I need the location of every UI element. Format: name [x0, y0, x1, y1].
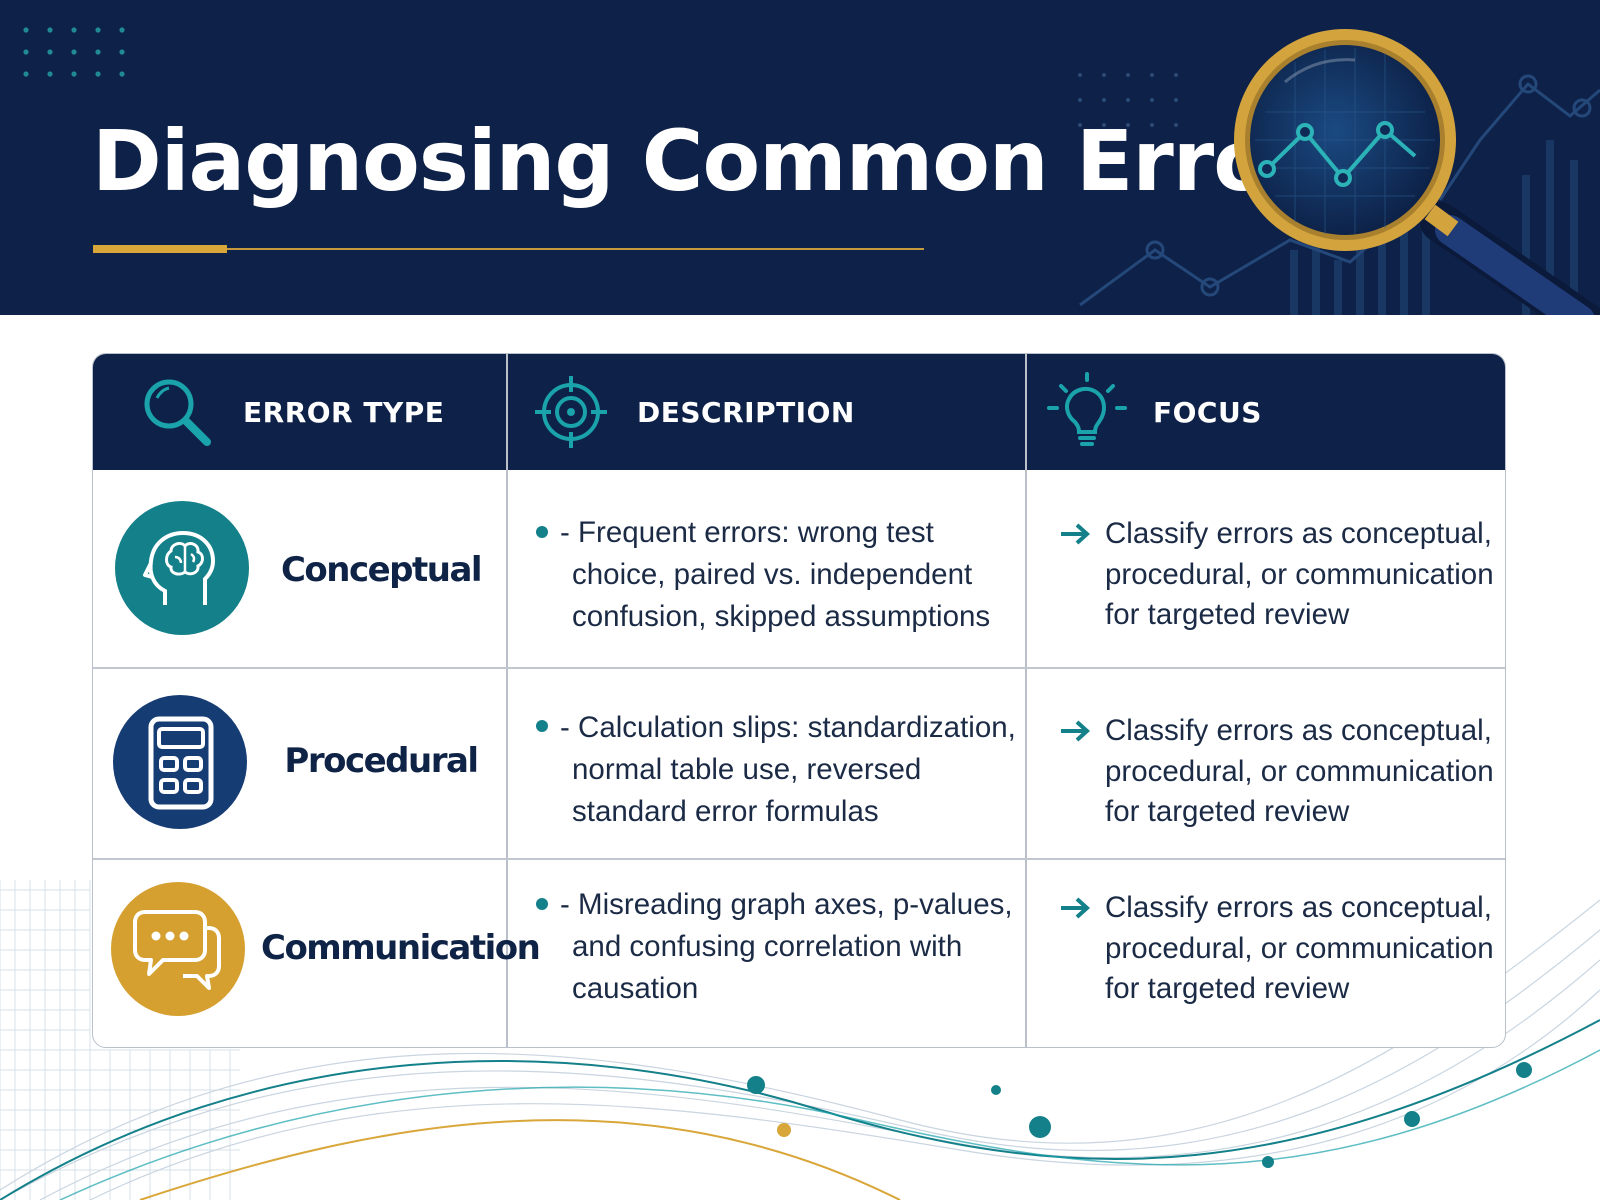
- bullet-dash: -: [560, 888, 579, 921]
- arrow-right-icon: [1061, 523, 1090, 545]
- bullet-dot: [536, 720, 548, 732]
- description-text: - Calculation slips: standardization, no…: [560, 707, 1022, 833]
- error-type-label: Communication: [261, 928, 541, 968]
- title-underline: [227, 248, 924, 250]
- header-banner: Diagnosing Common Errors: [0, 0, 1600, 315]
- calculator-icon: [113, 695, 247, 829]
- description-value: Calculation slips: standardization, norm…: [572, 711, 1016, 828]
- table-row-communication: Communication - Misreading graph axes, p…: [93, 858, 1505, 1047]
- arrow-right-icon: [1061, 897, 1090, 919]
- focus-cell: Classify errors as conceptual, procedura…: [1025, 667, 1505, 858]
- column-header-description: DESCRIPTION: [531, 354, 855, 470]
- brain-head-icon: [115, 501, 249, 635]
- table-row-procedural: Procedural - Calculation slips: standard…: [93, 667, 1505, 858]
- bullet-dash: -: [560, 516, 579, 549]
- background-waves: [0, 880, 1600, 1200]
- description-text: - Misreading graph axes, p-values, and c…: [560, 884, 1022, 1010]
- row-divider: [93, 667, 1505, 669]
- bullet-dash: -: [560, 711, 579, 744]
- description-cell: - Frequent errors: wrong test choice, pa…: [506, 470, 1025, 667]
- column-header-label: ERROR TYPE: [243, 395, 445, 429]
- table-row-conceptual: Conceptual - Frequent errors: wrong test…: [93, 470, 1505, 667]
- header-decoration: [23, 27, 1600, 315]
- page-title: Diagnosing Common Errors: [92, 112, 1360, 210]
- error-type-cell: Procedural: [93, 667, 506, 858]
- table-header: ERROR TYPE DESCRIPTION: [93, 354, 1505, 470]
- column-header-label: DESCRIPTION: [637, 395, 855, 429]
- focus-cell: Classify errors as conceptual, procedura…: [1025, 470, 1505, 667]
- column-divider: [506, 354, 508, 1047]
- magnifier-icon: [144, 379, 211, 446]
- title-underline-accent: [93, 245, 227, 253]
- chat-bubbles-icon: [111, 882, 245, 1016]
- focus-text: Classify errors as conceptual, procedura…: [1105, 714, 1494, 828]
- description-cell: - Calculation slips: standardization, no…: [506, 667, 1025, 858]
- description-value: Frequent errors: wrong test choice, pair…: [572, 516, 991, 633]
- focus-text: Classify errors as conceptual, procedura…: [1105, 517, 1494, 631]
- target-icon: [535, 376, 607, 448]
- error-type-cell: Conceptual: [93, 470, 506, 667]
- arrow-right-icon: [1061, 720, 1090, 742]
- bullet-dot: [536, 898, 548, 910]
- error-type-cell: Communication: [93, 858, 541, 1047]
- column-divider: [1025, 354, 1027, 1047]
- errors-table: ERROR TYPE DESCRIPTION: [92, 353, 1506, 1048]
- column-header-focus: FOCUS: [1047, 354, 1262, 470]
- column-header-error-type: ERROR TYPE: [137, 354, 444, 470]
- bullet-dot: [536, 526, 548, 538]
- error-type-label: Conceptual: [280, 550, 483, 590]
- focus-cell: Classify errors as conceptual, procedura…: [1025, 858, 1505, 1047]
- description-text: - Frequent errors: wrong test choice, pa…: [560, 512, 1022, 638]
- description-cell: - Misreading graph axes, p-values, and c…: [506, 858, 1025, 1047]
- lightbulb-icon: [1047, 372, 1127, 446]
- magnifier-chart-icon: [1234, 29, 1600, 315]
- error-type-label: Procedural: [284, 741, 479, 781]
- column-header-label: FOCUS: [1153, 395, 1262, 429]
- description-value: Misreading graph axes, p-values, and con…: [572, 888, 1013, 1005]
- row-divider: [93, 858, 1505, 860]
- focus-text: Classify errors as conceptual, procedura…: [1105, 891, 1494, 1005]
